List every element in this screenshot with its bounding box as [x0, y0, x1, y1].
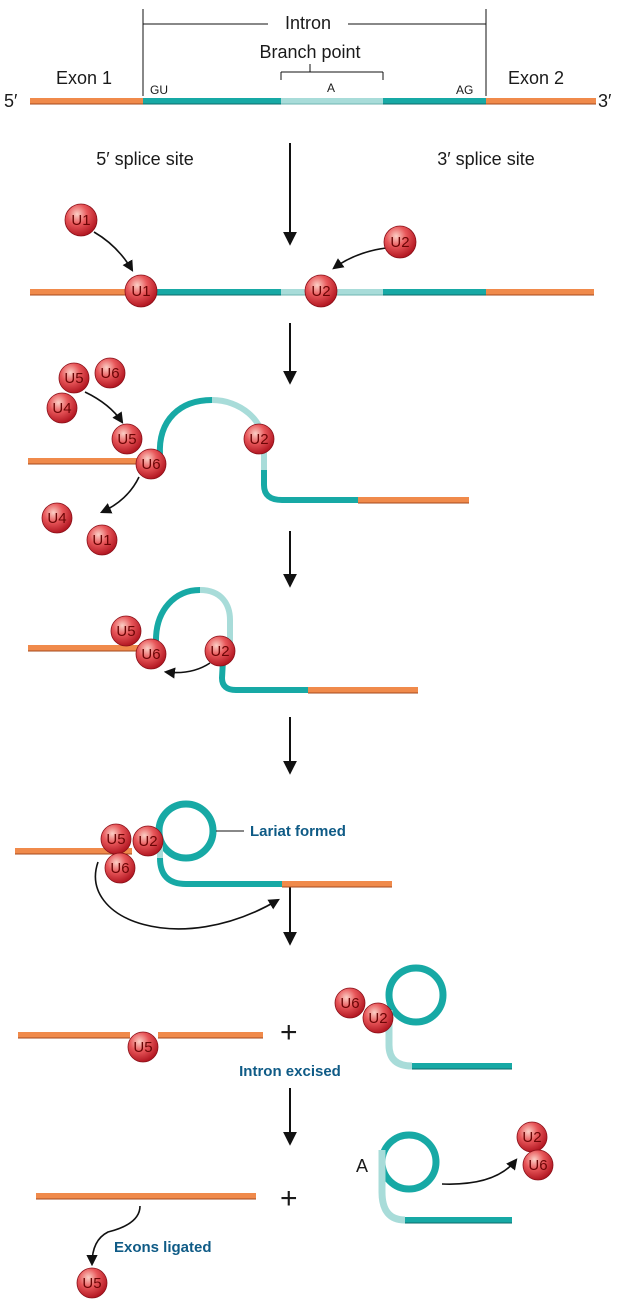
u2-label: U2 — [522, 1129, 541, 1146]
intron-excised-label: Intron excised — [239, 1063, 341, 1080]
plus-sign: + — [280, 1182, 298, 1215]
u5-snrnp: U5 — [110, 615, 142, 647]
intron-label: Intron — [285, 13, 331, 33]
three-prime-splice-site-label: 3′ splice site — [437, 149, 534, 169]
pre-mrna-header: Intron Branch point A Exon 1 Exon 2 5′ 3… — [4, 9, 612, 169]
u6-snrnp: U6 — [522, 1149, 554, 1181]
u2-snrnp: U2 — [362, 1002, 394, 1034]
lariat-formed-label: Lariat formed — [250, 823, 346, 840]
five-prime-end-label: 5′ — [4, 91, 18, 111]
u2-label: U2 — [368, 1010, 387, 1027]
u5-label: U5 — [116, 623, 135, 640]
u2-snrnp: U2 — [516, 1121, 548, 1153]
u2-snrnp: U2 — [243, 423, 275, 455]
u6-snrnp: U6 — [334, 987, 366, 1019]
u6-snrnp: U6 — [94, 357, 126, 389]
pre-mrna-strand — [30, 98, 596, 105]
exons-ligated-label: Exons ligated — [114, 1239, 212, 1256]
u5-label: U5 — [82, 1275, 101, 1292]
u1-label: U1 — [131, 283, 150, 300]
u4-label: U4 — [52, 400, 71, 417]
u4-snrnp: U4 — [46, 392, 78, 424]
u6-snrnp: U6 — [135, 638, 167, 670]
u2-label: U2 — [210, 643, 229, 660]
u2-label: U2 — [390, 234, 409, 251]
exon1-label: Exon 1 — [56, 68, 112, 88]
u1-label: U1 — [92, 532, 111, 549]
plus-sign: + — [280, 1016, 298, 1049]
u1-snrnp: U1 — [124, 274, 158, 308]
branch-point-base: A — [327, 81, 335, 95]
u6-snrnp: U6 — [104, 852, 136, 884]
five-prime-splice-site-label: 5′ splice site — [96, 149, 193, 169]
u6-label: U6 — [141, 646, 160, 663]
u6-label: U6 — [110, 860, 129, 877]
u1-snrnp: U1 — [86, 524, 118, 556]
u4-snrnp: U4 — [41, 502, 73, 534]
step-tri-snrnp-joins: U5 U6 U4 U5 U6 U2 U4 U1 — [28, 357, 469, 556]
step-exon-ligation: Exons ligated U5 + A U2 U6 — [36, 1121, 554, 1299]
step-u1-u2-binding: U1 U1 U2 U2 — [30, 203, 594, 308]
u6-label: U6 — [141, 456, 160, 473]
u6-label: U6 — [528, 1157, 547, 1174]
u2-label: U2 — [138, 833, 157, 850]
u5-snrnp: U5 — [76, 1267, 108, 1299]
u2-snrnp: U2 — [132, 825, 164, 857]
branch-a-label: A — [356, 1156, 368, 1176]
branch-point-label: Branch point — [259, 42, 360, 62]
u1-label: U1 — [71, 212, 90, 229]
u5-snrnp: U5 — [58, 362, 90, 394]
ag-label: AG — [456, 83, 473, 97]
u5-label: U5 — [64, 370, 83, 387]
three-prime-end-label: 3′ — [598, 91, 612, 111]
step-intron-excision: U5 + Intron excised U6 U2 — [18, 964, 512, 1080]
u5-snrnp: U5 — [100, 823, 132, 855]
u1-snrnp: U1 — [64, 203, 98, 237]
u5-snrnp: U5 — [127, 1031, 159, 1063]
u6-snrnp: U6 — [135, 448, 167, 480]
u5-label: U5 — [117, 431, 136, 448]
u4-label: U4 — [47, 510, 66, 527]
u2-label: U2 — [311, 283, 330, 300]
u6-label: U6 — [100, 365, 119, 382]
u5-snrnp: U5 — [111, 423, 143, 455]
step-u6-u2-pairing: U5 U6 U2 — [28, 587, 418, 694]
u6-label: U6 — [340, 995, 359, 1012]
u2-snrnp: U2 — [304, 274, 338, 308]
step-lariat-formation: Lariat formed U5 U2 U6 — [15, 800, 392, 930]
u5-label: U5 — [106, 831, 125, 848]
u2-label: U2 — [249, 431, 268, 448]
u2-snrnp: U2 — [204, 635, 236, 667]
gu-label: GU — [150, 83, 168, 97]
u5-label: U5 — [133, 1039, 152, 1056]
u2-snrnp: U2 — [383, 225, 417, 259]
exon2-label: Exon 2 — [508, 68, 564, 88]
